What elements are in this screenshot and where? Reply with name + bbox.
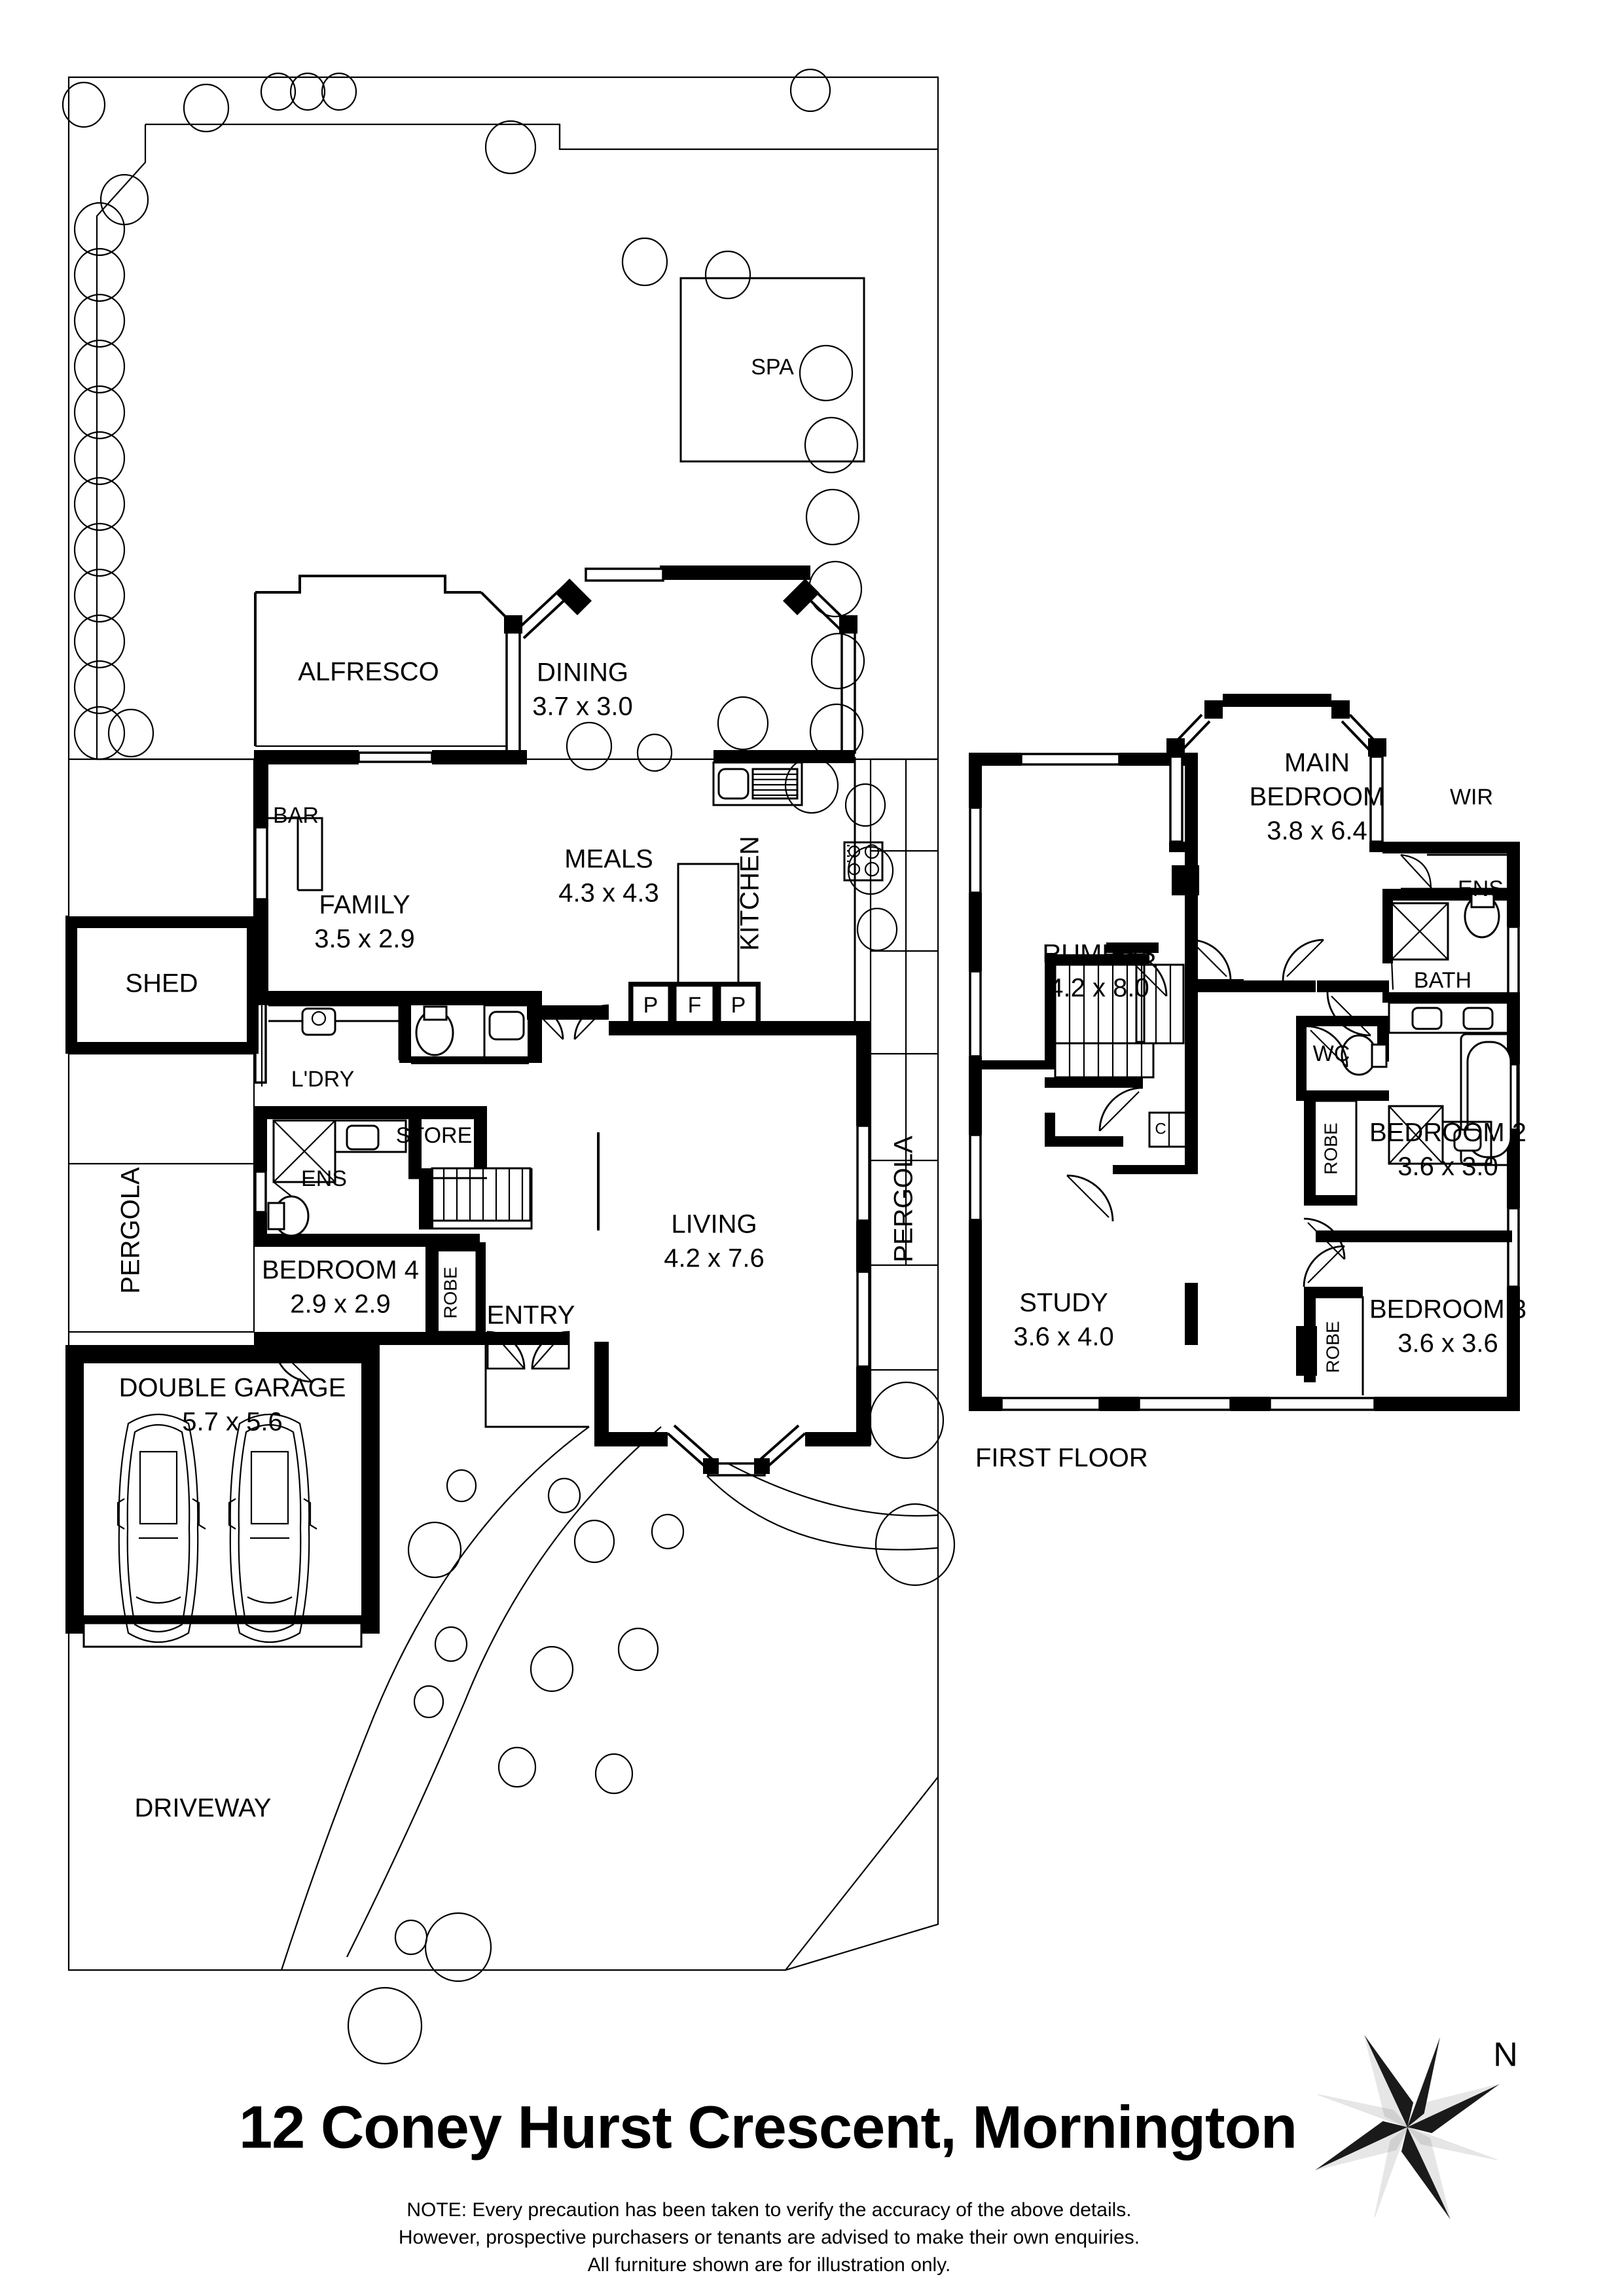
disclaimer-line-3: All furniture shown are for illustration… bbox=[588, 2254, 951, 2276]
ground-floor-labels: ALFRESCO DINING 3.7 x 3.0 BAR MEALS 4.3 … bbox=[117, 658, 918, 1823]
room-label-bath: BATH bbox=[1414, 968, 1471, 993]
appliance-f: F bbox=[688, 993, 702, 1018]
room-label-ens-ground: ENS bbox=[301, 1166, 347, 1191]
room-label-store: STORE bbox=[396, 1123, 473, 1148]
room-label-study: STUDY bbox=[1019, 1289, 1108, 1318]
room-label-shed: SHED bbox=[125, 969, 198, 998]
room-dims-garage: 5.7 x 5.6 bbox=[182, 1408, 282, 1437]
room-label-bedroom4: BEDROOM 4 bbox=[262, 1256, 419, 1285]
room-dims-dining: 3.7 x 3.0 bbox=[532, 692, 632, 721]
room-label-laundry: L'DRY bbox=[291, 1067, 355, 1092]
room-label-wir: WIR bbox=[1450, 785, 1493, 810]
room-label-cupboard: C bbox=[1155, 1120, 1166, 1138]
page-title: 12 Coney Hurst Crescent, Mornington bbox=[239, 2094, 1297, 2161]
room-dims-bedroom2: 3.6 x 3.0 bbox=[1398, 1153, 1498, 1181]
room-label-bar: BAR bbox=[273, 803, 319, 828]
room-label-spa: SPA bbox=[751, 355, 794, 380]
room-dims-rumpus: 4.2 x 8.0 bbox=[1049, 974, 1149, 1003]
room-label-kitchen: KITCHEN bbox=[736, 836, 765, 951]
room-label-main: MAIN bbox=[1284, 749, 1350, 778]
car-icon-left bbox=[117, 1414, 206, 1643]
room-label-ens-first: ENS bbox=[1458, 876, 1504, 901]
room-label-robe-bed4: ROBE bbox=[440, 1266, 460, 1318]
room-label-bedroom2: BEDROOM 2 bbox=[1369, 1119, 1526, 1147]
room-label-pergola-east: PERGOLA bbox=[890, 1136, 918, 1263]
room-label-bedroom3: BEDROOM 3 bbox=[1369, 1295, 1526, 1324]
car-icon-right bbox=[228, 1414, 317, 1643]
disclaimer-line-2: However, prospective purchasers or tenan… bbox=[399, 2227, 1140, 2248]
room-label-living: LIVING bbox=[671, 1210, 757, 1239]
appliance-p2: P bbox=[731, 993, 746, 1018]
floor-caption-first: FIRST FLOOR bbox=[975, 1444, 1148, 1473]
room-label-robe-bed3: ROBE bbox=[1322, 1321, 1343, 1372]
room-dims-bedroom3: 3.6 x 3.6 bbox=[1398, 1329, 1498, 1358]
room-label-alfresco: ALFRESCO bbox=[298, 658, 439, 687]
site-boundary bbox=[67, 76, 939, 1971]
compass-rose-icon bbox=[1315, 2035, 1500, 2219]
appliance-p1: P bbox=[643, 993, 659, 1018]
first-floor-walls bbox=[969, 694, 1520, 1411]
room-label-pergola-west: PERGOLA bbox=[117, 1167, 145, 1294]
room-label-dining: DINING bbox=[537, 658, 628, 687]
room-label-meals: MEALS bbox=[564, 845, 653, 874]
appliance-labels: P F P bbox=[643, 993, 746, 1018]
room-dims-meals: 4.3 x 4.3 bbox=[558, 879, 659, 908]
room-dims-study: 3.6 x 4.0 bbox=[1013, 1323, 1113, 1352]
room-dims-main-bedroom: 3.8 x 6.4 bbox=[1267, 817, 1367, 846]
disclaimer-line-1: NOTE: Every precaution has been taken to… bbox=[406, 2199, 1131, 2221]
room-dims-family: 3.5 x 2.9 bbox=[314, 925, 414, 954]
room-dims-bedroom4: 2.9 x 2.9 bbox=[290, 1290, 390, 1319]
room-label-robe-bed2: ROBE bbox=[1320, 1122, 1341, 1174]
room-label-main-bedroom: BEDROOM bbox=[1250, 783, 1385, 812]
room-label-garage: DOUBLE GARAGE bbox=[119, 1374, 346, 1403]
room-label-driveway: DRIVEWAY bbox=[135, 1794, 272, 1823]
first-floor-labels: MAIN BEDROOM 3.8 x 6.4 WIR ENS RUMPUS 4.… bbox=[975, 749, 1526, 1473]
room-label-rumpus: RUMPUS bbox=[1042, 940, 1155, 969]
room-dims-living: 4.2 x 7.6 bbox=[664, 1244, 764, 1273]
room-label-family: FAMILY bbox=[319, 891, 410, 920]
spa-outline bbox=[679, 277, 865, 463]
compass-north-label: N bbox=[1493, 2036, 1518, 2074]
vegetation-ground bbox=[62, 68, 956, 2065]
room-label-entry: ENTRY bbox=[487, 1301, 575, 1330]
room-label-wc: WC bbox=[1313, 1041, 1350, 1066]
